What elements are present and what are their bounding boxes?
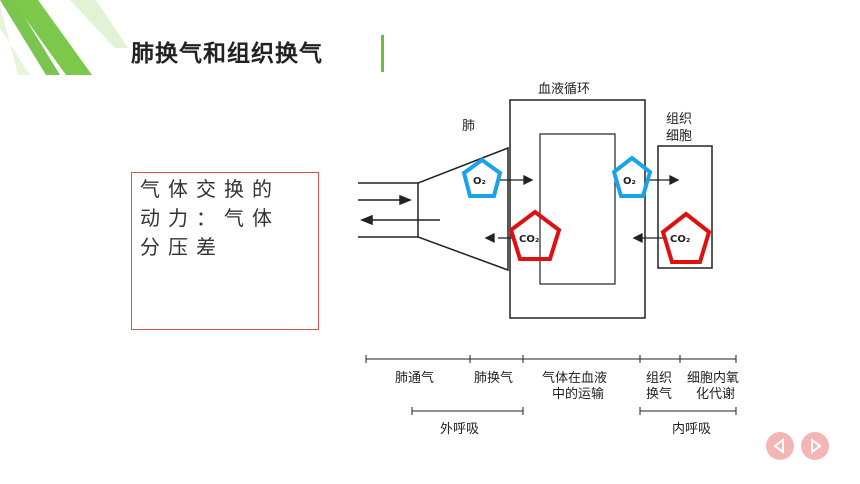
- stage-timeline: [365, 355, 737, 415]
- prev-slide-button[interactable]: [766, 432, 794, 460]
- gas-arrows: [484, 174, 680, 244]
- co2-label-lung: CO₂: [519, 234, 539, 245]
- co2-label-tissue: CO₂: [670, 234, 690, 245]
- stage-label: 中的运输: [552, 386, 604, 402]
- external-respiration-label: 外呼吸: [440, 422, 479, 437]
- lung-funnel: [417, 146, 509, 272]
- note-line: 动力：气体: [140, 206, 280, 230]
- page-title: 肺换气和组织换气: [131, 41, 323, 67]
- triangle-left-icon: [773, 438, 784, 454]
- stage-label: 细胞内氧: [687, 370, 739, 386]
- o2-label-lung: O₂: [473, 176, 486, 187]
- stage-label: 换气: [646, 386, 672, 402]
- gas-exchange-note: 气体交换的 动力：气体 分压差: [131, 172, 319, 330]
- stage-label: 肺换气: [474, 370, 513, 386]
- blood-inner-box: [539, 133, 616, 285]
- stage-label: 肺通气: [395, 370, 434, 386]
- airway-arrows: [358, 182, 440, 238]
- lung-label: 肺: [462, 119, 475, 134]
- tissue-cell-box: [657, 145, 713, 269]
- internal-respiration-label: 内呼吸: [672, 421, 711, 437]
- next-slide-button[interactable]: [801, 432, 829, 460]
- o2-pentagon-tissue: [611, 155, 653, 198]
- o2-label-tissue: O₂: [623, 176, 636, 187]
- corner-decoration: [0, 0, 128, 75]
- triangle-right-icon: [811, 438, 822, 454]
- co2-pentagon-lung: [508, 209, 562, 261]
- tissue-label-1: 组织: [666, 112, 692, 127]
- stage-label: 气体在血液: [542, 370, 607, 386]
- note-line: 气体交换的: [140, 177, 280, 201]
- stage-label: 组织: [646, 371, 672, 386]
- title-accent-bar: [381, 35, 384, 72]
- tissue-label-2: 细胞: [666, 129, 692, 144]
- co2-pentagon-tissue: [660, 211, 712, 264]
- stage-label: 化代谢: [696, 386, 735, 402]
- note-line: 分压差: [140, 235, 224, 259]
- blood-circulation-box: [509, 99, 646, 319]
- blood-circulation-label: 血液循环: [538, 82, 590, 97]
- o2-pentagon-lung: [461, 157, 503, 198]
